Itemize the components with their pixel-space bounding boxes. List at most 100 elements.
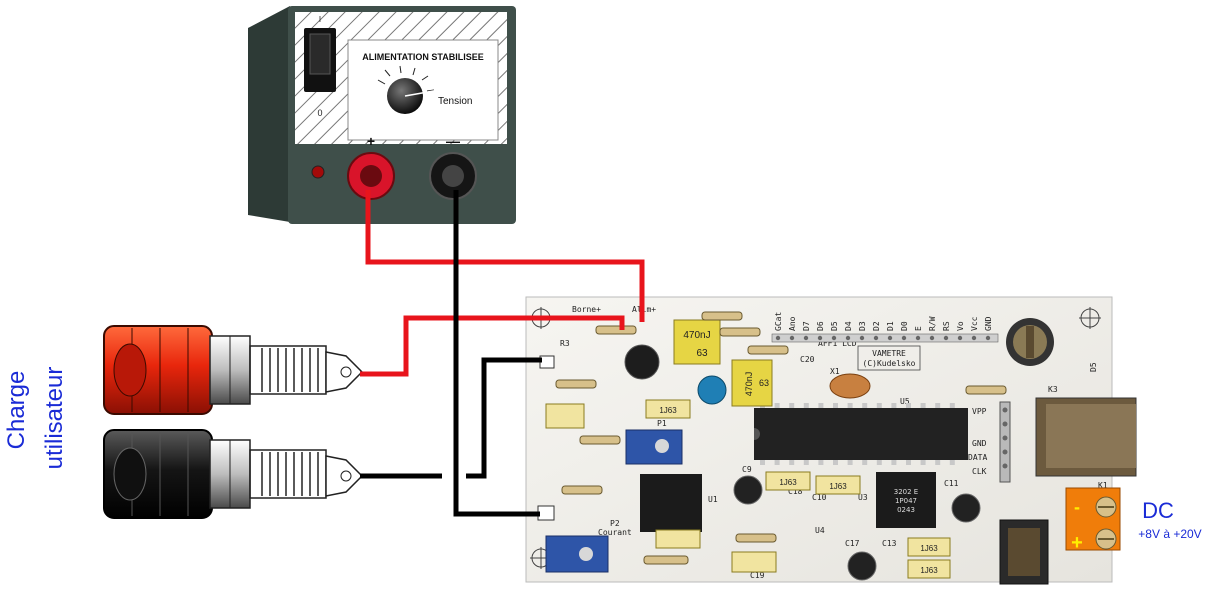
wire-psu-negative [453,190,540,517]
dc-range-label: +8V à +20V [1138,527,1201,541]
psu-title: ALIMENTATION STABILISEE [362,52,484,62]
dc-minus-sign: - [1074,497,1080,517]
lcd-pin-label: D4 [844,321,853,331]
lcd-pin-label: Ano [788,316,797,331]
resistors [555,311,1007,565]
connector-alim-minus [537,505,555,521]
psu-negative-terminal-hole [442,165,464,187]
u5-pin [789,460,795,465]
svg-text:1P047: 1P047 [895,497,917,505]
u5-pin [847,460,853,465]
u5-pin [818,460,824,465]
u5-pin [891,460,897,465]
cap-1j63-d-label: 1J63 [920,544,938,553]
u5-pin [920,460,926,465]
plus-sign: + [367,133,375,149]
switch-off-label: 0 [317,108,322,118]
capacitor-1j63-b [765,471,811,491]
u5-pin [935,460,941,465]
op-amp-u1 [640,474,702,532]
power-switch-rocker [309,33,331,75]
u5-pin [774,403,780,408]
lcd-pin-label: D0 [900,321,909,331]
cap-1j63-e-label: 1J63 [920,566,938,575]
u5-pin [833,403,838,408]
c13-label: C13 [882,539,897,548]
wire-charge-negative-b [466,357,542,479]
c19-label: C19 [750,571,765,580]
u5-pin [862,403,868,408]
u5-pin [920,403,926,408]
clk-label: CLK [972,467,987,476]
r3-label: R3 [560,339,570,348]
switch-on-label: I [319,15,321,24]
electrolytic-cap-2 [697,375,727,405]
eeprom-u3 [876,472,936,528]
d5-label: D5 [1089,362,1098,372]
connector-borne [539,355,555,369]
vametre-box [857,345,921,371]
aff1-label: AFF1 LCD [818,339,857,348]
psu-label-panel [347,39,499,141]
lcd-pin [901,335,907,341]
capacitor-c13b [655,529,701,549]
p1-label: P1 [657,419,667,428]
c9-label: C9 [742,465,752,474]
k1-label: K1 [1098,481,1108,490]
u5-pin [906,460,911,465]
wire-psu-positive [365,190,645,322]
charge-binding-post-black[interactable] [103,429,364,519]
charge-binding-post-red[interactable] [103,325,364,415]
cap-b-value: 470nJ [744,372,754,397]
c17-label: C17 [845,539,860,548]
u5-pin [760,460,765,465]
knob-pointer [404,89,440,97]
cap-1j63-c-label: 1J63 [829,482,847,491]
c10-label: C10 [812,493,827,502]
u5-pins [760,403,955,465]
u3-marking: 3202 E [894,488,918,496]
lcd-pin-label: GND [984,316,993,331]
capacitor-470nj-b [731,359,773,407]
u5-pin [876,403,882,408]
relay-k3-top [1046,404,1136,468]
u3-label: U3 [858,493,868,502]
u5-pin [803,460,809,465]
trimmer-p1[interactable] [625,429,683,465]
gnd-label: GND [972,439,987,448]
lcd-pin [859,335,865,341]
lcd-pin [789,335,795,341]
trimmer-p2[interactable] [545,535,609,573]
u5-pin [818,403,824,408]
lcd-pin [985,335,991,341]
wire-charge-positive [360,315,625,377]
lcd-pin-label: Vcc [970,316,979,331]
electrolytic-cap-1 [624,344,660,380]
crystal-x1 [829,373,871,399]
lcd-pin-label: D5 [830,321,839,331]
dc-label: DC [1142,498,1174,523]
cap-a-value: 470nJ [683,330,710,341]
u5-pin [774,460,780,465]
pcb-board: Borne+ Alim+ R3 C1 P1 P2 Courant U1 U3 U… [525,296,1137,585]
power-supply: ALIMENTATION STABILISEE Tension I 0 + — [248,6,516,224]
psu-led [311,165,325,179]
c18-label: C18 [788,487,803,496]
electrolytic-cap-c9 [733,475,763,505]
capacitor-1j63-a [645,399,691,419]
u5-pin [876,460,882,465]
lcd-pin [831,335,837,341]
mounting-holes [530,307,1101,569]
u5-pin [847,403,853,408]
lcd-pin-label: Vo [956,321,965,331]
cap-1j63-a-label: 1J63 [659,406,677,415]
lcd-pin-label: D6 [816,321,825,331]
u5-label: U5 [900,397,910,406]
capacitor-1j63-e [907,559,951,579]
capacitor-c1 [545,403,585,429]
u5-pin [803,403,809,408]
lcd-pin-label: R/W [928,316,937,331]
